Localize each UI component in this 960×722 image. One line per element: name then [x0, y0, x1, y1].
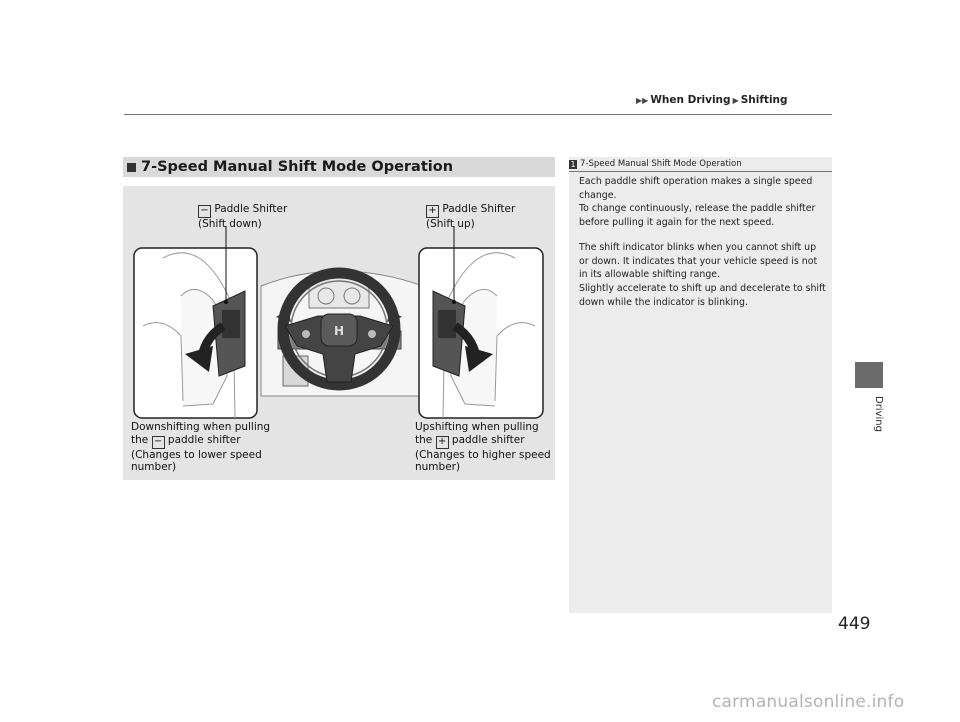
right-hand-inset [418, 247, 544, 419]
notes-paragraph: The shift indicator blinks when you cann… [579, 242, 818, 281]
notes-paragraph: To change continuously, release the padd… [579, 203, 816, 228]
minus-box-icon: − [151, 435, 165, 449]
upshift-caption-the: the [415, 433, 433, 446]
downshift-caption-line3: (Changes to lower speed [131, 448, 262, 461]
plus-paddle-callout: + Paddle Shifter (Shift up) [426, 203, 515, 231]
chapter-tab-label: Driving [873, 396, 884, 432]
plus-box-icon: + [435, 435, 449, 449]
section-square-icon [127, 162, 136, 172]
upshift-caption-line4: number) [415, 461, 461, 473]
minus-paddle-callout: − Paddle Shifter (Shift down) [198, 203, 287, 231]
breadcrumb-item-shifting[interactable]: Shifting [740, 94, 788, 106]
notes-paragraph: Each paddle shift operation makes a sing… [579, 176, 813, 201]
paddle-shifter-figure: H [123, 186, 555, 480]
paddle-shifter-illustration: H [133, 226, 544, 419]
breadcrumb-arrow-icon: ▶ [732, 95, 739, 105]
notes-paragraph: Slightly accelerate to shift up and dece… [579, 283, 826, 308]
watermark: carmanualsonline.info [712, 692, 905, 712]
plus-paddle-label: Paddle Shifter [442, 203, 516, 215]
minus-paddle-label: Paddle Shifter [214, 203, 288, 215]
minus-paddle-sublabel: (Shift down) [198, 218, 262, 230]
breadcrumb-item-when-driving[interactable]: When Driving [650, 94, 731, 106]
plus-box-icon: + [426, 205, 439, 218]
section-title: 7-Speed Manual Shift Mode Operation [141, 159, 454, 175]
notes-title-bar: 1 7-Speed Manual Shift Mode Operation [569, 157, 832, 172]
breadcrumb-arrow-icon: ▶▶ [636, 95, 649, 105]
left-hand-inset [133, 247, 258, 419]
chapter-tab-marker [855, 362, 883, 388]
breadcrumb: ▶▶ When Driving ▶ Shifting [636, 94, 788, 106]
upshift-caption-line3: (Changes to higher speed [415, 448, 551, 461]
downshift-caption-line2: paddle shifter [167, 433, 241, 446]
page-number: 449 [838, 614, 871, 634]
minus-box-icon: − [198, 205, 211, 218]
plus-paddle-sublabel: (Shift up) [426, 218, 475, 230]
downshift-caption-the: the [131, 433, 149, 446]
notes-marker-icon: 1 [569, 159, 577, 169]
notes-title: 7-Speed Manual Shift Mode Operation [580, 159, 742, 169]
downshift-caption-line1: Downshifting when pulling [131, 421, 271, 433]
notes-panel [569, 157, 832, 613]
upshift-caption-line1: Upshifting when pulling [415, 421, 539, 433]
svg-text:H: H [334, 324, 344, 338]
header-divider [124, 114, 832, 115]
downshift-caption-line4: number) [131, 461, 177, 473]
upshift-caption-line2: paddle shifter [451, 433, 525, 446]
section-heading: 7-Speed Manual Shift Mode Operation [123, 157, 555, 177]
upshift-caption: Upshifting when pulling the + paddle shi… [415, 421, 551, 474]
dashboard-illustration: H [260, 267, 424, 397]
downshift-caption: Downshifting when pulling the − paddle s… [131, 421, 270, 474]
